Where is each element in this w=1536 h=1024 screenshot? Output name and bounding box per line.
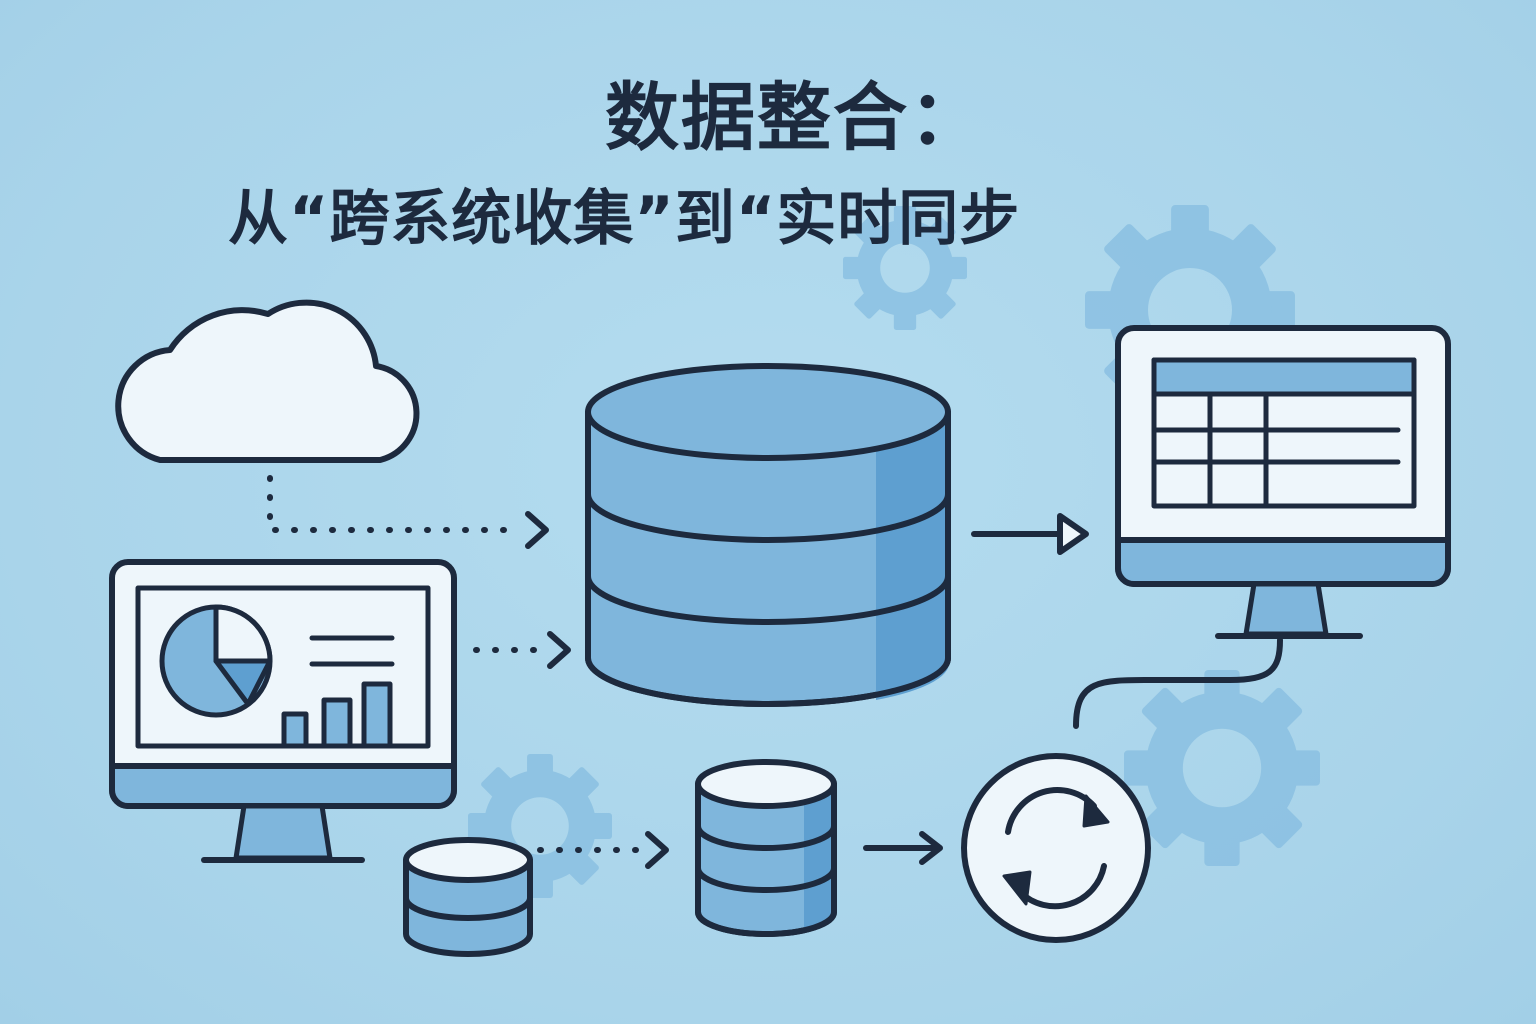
cloud-arrow-head xyxy=(525,511,549,549)
bar-chart-icon xyxy=(281,681,393,749)
mid-db-to-sync-arrowhead xyxy=(919,831,943,865)
database-icon xyxy=(403,837,533,957)
small-db-arrow-head xyxy=(645,831,669,869)
cloud-to-database-connector xyxy=(267,475,523,533)
database-to-monitor-arrowhead xyxy=(1057,513,1089,555)
page-title: 数据整合： xyxy=(605,75,985,161)
sync-to-monitor-connector xyxy=(1073,637,1283,729)
database-icon xyxy=(585,363,951,707)
cloud-icon xyxy=(115,299,420,463)
page-subtitle: 从“跨系统收集”到“实时同步 xyxy=(228,184,1021,254)
dashboard-arrow-head xyxy=(547,631,571,669)
pie-chart-icon xyxy=(159,604,273,718)
database-icon xyxy=(695,759,837,937)
sync-icon xyxy=(961,753,1151,943)
dashboard-monitor-icon xyxy=(109,559,457,863)
table-monitor-icon xyxy=(1115,325,1451,639)
